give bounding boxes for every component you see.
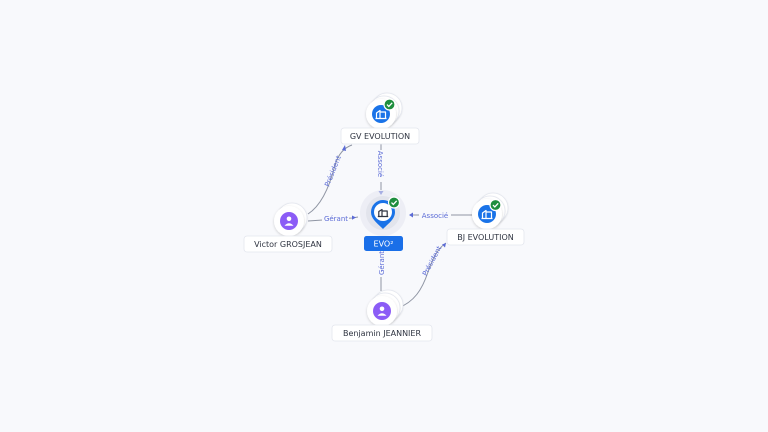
check-badge-icon — [383, 98, 396, 111]
edge-label-victor-center: Gérant — [324, 215, 348, 223]
check-badge-icon — [387, 196, 401, 209]
node-label-victor-grosjean: Victor GROSJEAN — [254, 240, 322, 249]
edge-bj-evolution-to-center: Associé — [409, 210, 472, 220]
edge-label-gv-center: Associé — [376, 151, 384, 177]
edge-label-benjamin-center: Gérant — [378, 251, 386, 275]
node-victor-grosjean[interactable]: Victor GROSJEAN — [243, 202, 333, 253]
edge-victor-to-center: Gérant — [307, 213, 359, 223]
building-icon — [377, 208, 389, 218]
edge-label-benjamin-bj: Président — [421, 245, 444, 278]
edge-victor-to-gv-evolution: Président — [307, 144, 353, 215]
edge-gv-evolution-to-center: Associé — [375, 143, 387, 195]
building-icon — [372, 105, 390, 123]
node-center-evo2[interactable]: EVO² — [360, 190, 406, 251]
check-badge-icon — [489, 198, 502, 212]
node-label-center: EVO² — [374, 240, 394, 249]
person-icon — [280, 212, 298, 230]
node-label-bj-evolution: BJ EVOLUTION — [457, 233, 514, 242]
node-benjamin-jeannier[interactable]: Benjamin JEANNIER — [331, 289, 433, 342]
edge-label-bj-center: Associé — [422, 212, 448, 220]
person-icon — [373, 302, 391, 320]
edge-benjamin-to-bj-evolution: Président — [397, 242, 447, 309]
node-label-gv-evolution: GV EVOLUTION — [350, 132, 410, 141]
node-label-benjamin-jeannier: Benjamin JEANNIER — [343, 329, 422, 338]
edge-label-victor-gv: Président — [323, 154, 343, 188]
node-bj-evolution[interactable]: BJ EVOLUTION — [446, 192, 525, 246]
edges: Associé Président Gérant Associé Gérant — [307, 143, 472, 309]
node-gv-evolution[interactable]: GV EVOLUTION — [340, 92, 420, 145]
